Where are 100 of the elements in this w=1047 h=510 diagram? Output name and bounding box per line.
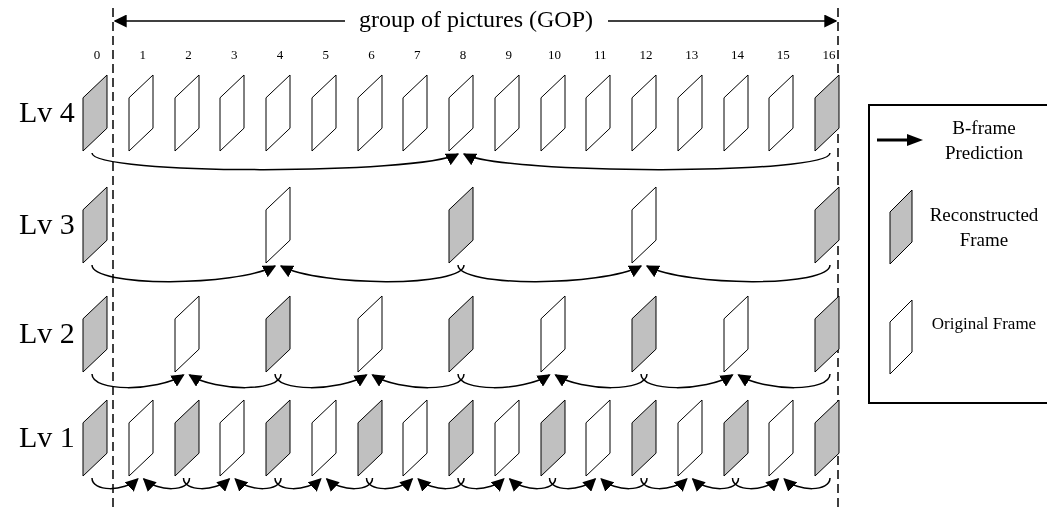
reconstructed-frame bbox=[449, 187, 473, 263]
reconstructed-frame bbox=[632, 296, 656, 372]
prediction-arrow bbox=[182, 477, 231, 492]
original-frame bbox=[632, 75, 656, 151]
original-frame bbox=[174, 296, 199, 372]
prediction-arrow bbox=[783, 477, 831, 492]
reconstructed-frame bbox=[815, 296, 839, 372]
legend-label: Reconstructed Frame bbox=[929, 203, 1039, 252]
level-label: Lv 2 bbox=[18, 316, 76, 349]
prediction-arrow bbox=[91, 477, 139, 492]
reconstructed-frame bbox=[174, 400, 199, 476]
level-label: Lv 4 bbox=[18, 95, 76, 128]
prediction-arrow bbox=[188, 373, 282, 389]
reconstructed-frame bbox=[632, 400, 656, 476]
reconstructed-frame bbox=[815, 400, 839, 476]
original-frame bbox=[266, 187, 290, 263]
legend-label: B-frame Prediction bbox=[943, 116, 1025, 165]
prediction-arrow bbox=[91, 151, 460, 171]
frame-number: 1 bbox=[138, 48, 147, 63]
original-frame bbox=[494, 75, 519, 151]
original-frame bbox=[677, 75, 702, 151]
reconstructed-frame bbox=[815, 187, 839, 263]
prediction-arrow bbox=[325, 477, 374, 492]
prediction-arrow bbox=[365, 477, 414, 492]
prediction-arrow bbox=[279, 264, 465, 283]
frame-number: 11 bbox=[593, 48, 608, 63]
prediction-arrow bbox=[417, 477, 465, 492]
original-frame bbox=[632, 187, 656, 263]
original-frame bbox=[586, 400, 611, 476]
frame-number: 16 bbox=[821, 48, 837, 63]
frame-number: 12 bbox=[638, 48, 654, 63]
prediction-arrow bbox=[548, 477, 597, 492]
frame-number: 15 bbox=[775, 48, 791, 63]
original-frame bbox=[769, 75, 794, 151]
original-frame bbox=[723, 296, 748, 372]
prediction-arrow bbox=[462, 151, 831, 171]
frame-number: 3 bbox=[230, 48, 239, 63]
original-frame bbox=[311, 75, 336, 151]
prediction-arrow bbox=[737, 373, 831, 389]
prediction-arrow bbox=[142, 477, 191, 492]
original-frame bbox=[220, 75, 245, 151]
reconstructed-frame bbox=[723, 400, 748, 476]
reconstructed-frame bbox=[83, 400, 107, 476]
reconstructed-frame bbox=[357, 400, 382, 476]
original-frame bbox=[449, 75, 473, 151]
original-frame bbox=[403, 400, 428, 476]
prediction-arrow bbox=[457, 264, 643, 283]
prediction-arrow bbox=[371, 373, 465, 389]
prediction-arrow bbox=[691, 477, 740, 492]
reconstructed-frame bbox=[540, 400, 565, 476]
prediction-arrow bbox=[554, 373, 648, 389]
prediction-arrow bbox=[274, 477, 322, 492]
prediction-arrow bbox=[640, 373, 734, 389]
prediction-arrow bbox=[508, 477, 557, 492]
reconstructed-frame bbox=[449, 400, 473, 476]
frame-number: 6 bbox=[367, 48, 376, 63]
prediction-arrow bbox=[234, 477, 282, 492]
original-frame bbox=[677, 400, 702, 476]
frame-number: 5 bbox=[321, 48, 330, 63]
original-frame bbox=[403, 75, 428, 151]
frame-number: 4 bbox=[275, 48, 285, 63]
frame-number: 7 bbox=[413, 48, 422, 63]
prediction-arrow bbox=[274, 373, 368, 389]
reconstructed-frame bbox=[83, 75, 107, 151]
reconstructed-frame bbox=[83, 187, 107, 263]
frame-number: 10 bbox=[547, 48, 562, 63]
frame-number: 13 bbox=[684, 48, 700, 63]
prediction-arrow bbox=[457, 477, 505, 492]
frame-number: 8 bbox=[458, 48, 468, 63]
original-frame bbox=[174, 75, 199, 151]
prediction-arrow bbox=[600, 477, 648, 492]
original-frame bbox=[769, 400, 794, 476]
level-label: Lv 1 bbox=[18, 420, 76, 453]
frame-number: 0 bbox=[92, 48, 102, 63]
reconstructed-frame bbox=[266, 400, 290, 476]
original-frame bbox=[220, 400, 245, 476]
original-frame bbox=[540, 296, 565, 372]
original-frame bbox=[266, 75, 290, 151]
original-frame bbox=[723, 75, 748, 151]
prediction-arrow bbox=[457, 373, 551, 389]
original-frame bbox=[494, 400, 519, 476]
original-frame bbox=[357, 75, 382, 151]
original-frame bbox=[128, 400, 153, 476]
frame-number: 2 bbox=[184, 48, 193, 63]
level-label: Lv 3 bbox=[18, 207, 76, 240]
prediction-arrow bbox=[91, 373, 185, 389]
original-frame bbox=[128, 75, 153, 151]
reconstructed-frame bbox=[449, 296, 473, 372]
frame-number: 14 bbox=[730, 48, 745, 63]
prediction-arrow bbox=[645, 264, 831, 283]
original-frame bbox=[357, 296, 382, 372]
reconstructed-frame bbox=[83, 296, 107, 372]
original-frame bbox=[540, 75, 565, 151]
original-frame bbox=[311, 400, 336, 476]
reconstructed-frame bbox=[815, 75, 839, 151]
prediction-arrow bbox=[731, 477, 780, 492]
prediction-arrow bbox=[91, 264, 277, 283]
prediction-arrow bbox=[640, 477, 688, 492]
reconstructed-frame bbox=[266, 296, 290, 372]
original-frame bbox=[586, 75, 611, 151]
